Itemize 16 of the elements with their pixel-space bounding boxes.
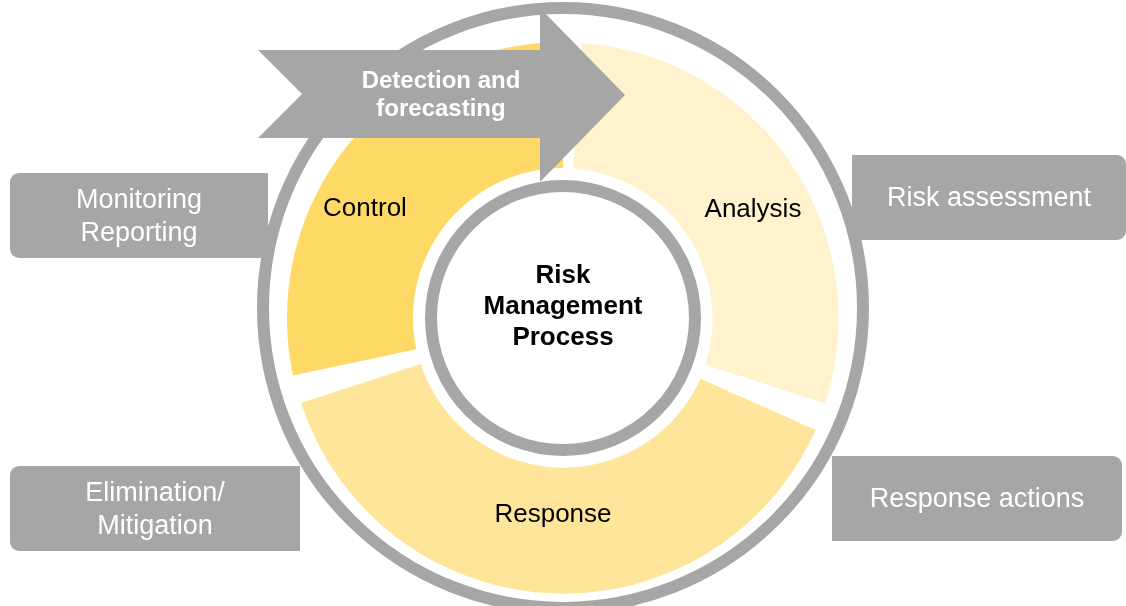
tab-label: Response actions — [869, 482, 1085, 515]
side-tab — [10, 173, 268, 258]
node-label: Control — [323, 191, 407, 223]
tab-label: Risk assessment — [886, 181, 1092, 214]
node-label: Response — [494, 497, 612, 529]
tab-label: Monitoring — [75, 182, 203, 216]
side-tab — [852, 155, 1126, 240]
side-tab — [10, 466, 300, 551]
node-label: Analysis — [704, 192, 802, 224]
tab-label: Elimination/ Mitigation — [84, 475, 226, 542]
center-circle — [425, 180, 701, 456]
tab-label: Reporting — [80, 215, 198, 249]
node-label: Detection and forecasting — [360, 66, 522, 122]
side-tab — [832, 456, 1122, 541]
node-label: Risk Management Process — [482, 258, 644, 352]
cycle-segment — [300, 364, 816, 594]
